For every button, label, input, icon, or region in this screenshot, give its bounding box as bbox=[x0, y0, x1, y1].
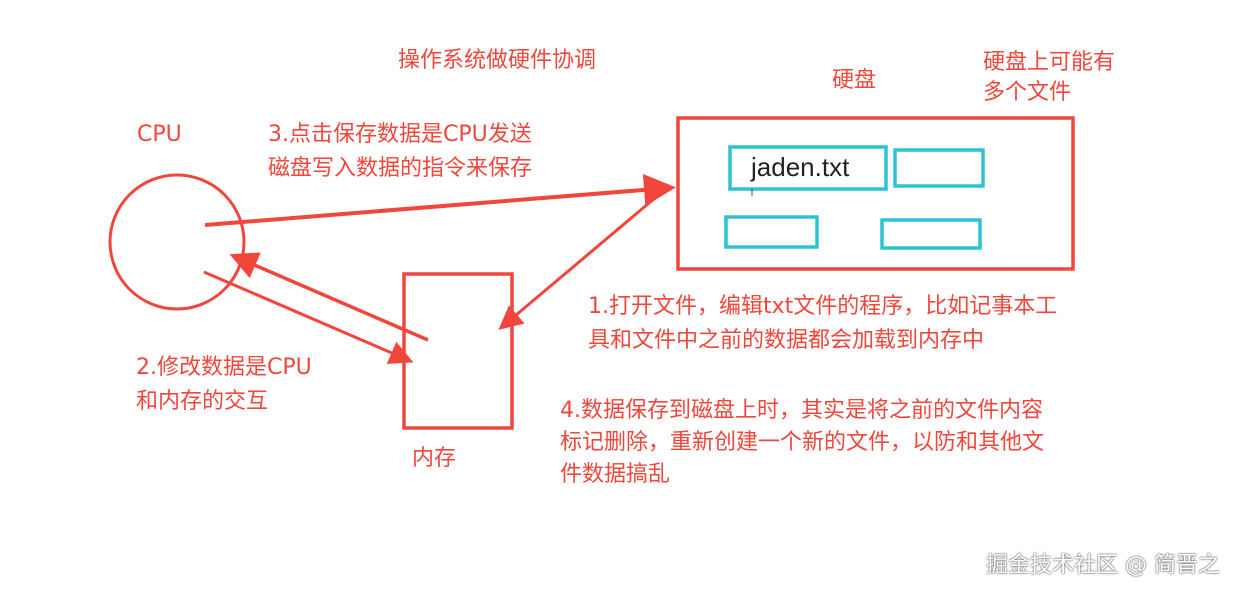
memory-label: 内存 bbox=[412, 446, 457, 471]
file-box-jaden bbox=[728, 145, 888, 191]
cpu-label: CPU bbox=[137, 122, 182, 147]
disk-box bbox=[676, 116, 1075, 271]
cpu-to-disk-arrow bbox=[204, 173, 676, 227]
memory-to-cpu-arrow bbox=[229, 252, 429, 342]
step2-text: 2.修改数据是CPU 和内存的交互 bbox=[136, 355, 312, 414]
file-box-4 bbox=[880, 218, 982, 250]
disk-to-memory-arrow bbox=[498, 196, 656, 330]
memory-box bbox=[402, 272, 514, 430]
file-box-2 bbox=[893, 148, 985, 188]
watermark: 掘金技术社区 @ 简晋之 bbox=[986, 553, 1220, 578]
step3-text: 3.点击保存数据是CPU发送 磁盘写入数据的指令来保存 bbox=[268, 122, 533, 181]
disk-note: 硬盘上可能有 多个文件 bbox=[983, 50, 1116, 105]
cpu-to-memory-arrow bbox=[203, 270, 414, 364]
cpu-circle bbox=[108, 173, 246, 311]
disk-label: 硬盘 bbox=[832, 68, 877, 93]
file-name-label: jaden.txt bbox=[751, 152, 850, 182]
file-box-3 bbox=[724, 215, 819, 249]
step1-text: 1.打开文件，编辑txt文件的程序，比如记事本工 具和文件中之前的数据都会加载到… bbox=[588, 294, 1058, 353]
diagram-title: 操作系统做硬件协调 bbox=[398, 48, 597, 73]
step4-text: 4.数据保存到磁盘上时，其实是将之前的文件内容 标记删除，重新创建一个新的文件，… bbox=[560, 398, 1045, 487]
